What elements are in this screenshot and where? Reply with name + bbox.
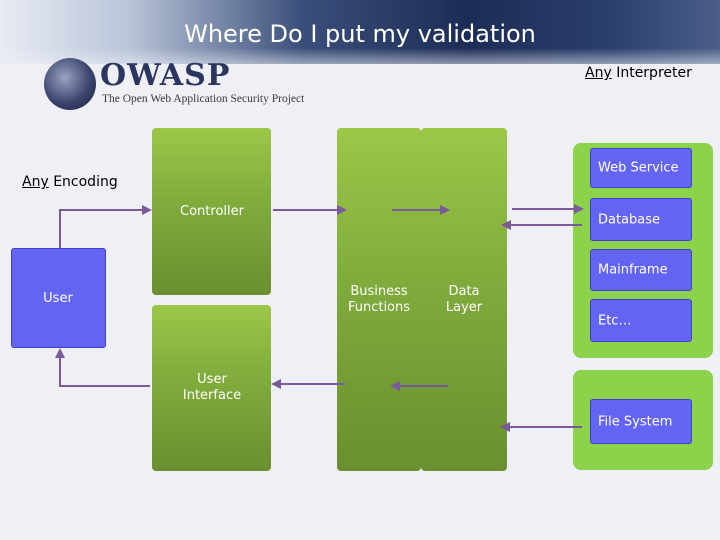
any-encoding-text: Encoding [48, 174, 118, 190]
user-interface-label-line1: User [197, 372, 227, 387]
mainframe-box: Mainframe [590, 249, 692, 291]
any-interpreter-label: Any Interpreter [585, 65, 692, 81]
header-banner-fade [0, 48, 720, 78]
any-encoding-emphasis: Any [22, 174, 49, 190]
data-layer-panel [421, 128, 507, 471]
data-layer-label-line2: Layer [445, 300, 483, 315]
business-functions-label-line1: Business [350, 284, 408, 299]
etc-box: Etc… [590, 299, 692, 342]
owasp-logo-icon [44, 58, 96, 110]
controller-label: Controller [180, 204, 244, 219]
slide-title: Where Do I put my validation [184, 20, 536, 48]
any-encoding-label: Any Encoding [22, 174, 118, 190]
mainframe-label: Mainframe [598, 262, 668, 278]
file-system-box: File System [590, 399, 692, 444]
web-service-label: Web Service [598, 160, 679, 176]
any-interpreter-text: Interpreter [611, 65, 692, 81]
user-box: User [11, 248, 106, 348]
user-interface-label: User Interface [160, 372, 264, 404]
ui-to-user-arrow [55, 348, 150, 387]
user-interface-label-line2: Interface [182, 388, 242, 403]
user-to-controller-arrow [59, 205, 152, 248]
business-functions-label-line2: Functions [347, 300, 411, 315]
any-interpreter-emphasis: Any [585, 65, 612, 81]
data-layer-label-line1: Data [448, 284, 480, 299]
data-layer-label: Data Layer [421, 284, 507, 316]
business-functions-label: Business Functions [337, 284, 421, 316]
controller-panel [152, 128, 271, 295]
etc-label: Etc… [598, 313, 632, 328]
logo-tagline: The Open Web Application Security Projec… [102, 93, 305, 105]
user-interface-panel [152, 305, 271, 471]
database-label: Database [598, 212, 661, 227]
logo-name: OWASP [100, 58, 231, 93]
business-functions-panel [337, 128, 421, 471]
file-system-label: File System [598, 414, 673, 429]
user-label: User [43, 291, 73, 306]
web-service-box: Web Service [590, 148, 692, 188]
database-box: Database [590, 198, 692, 241]
